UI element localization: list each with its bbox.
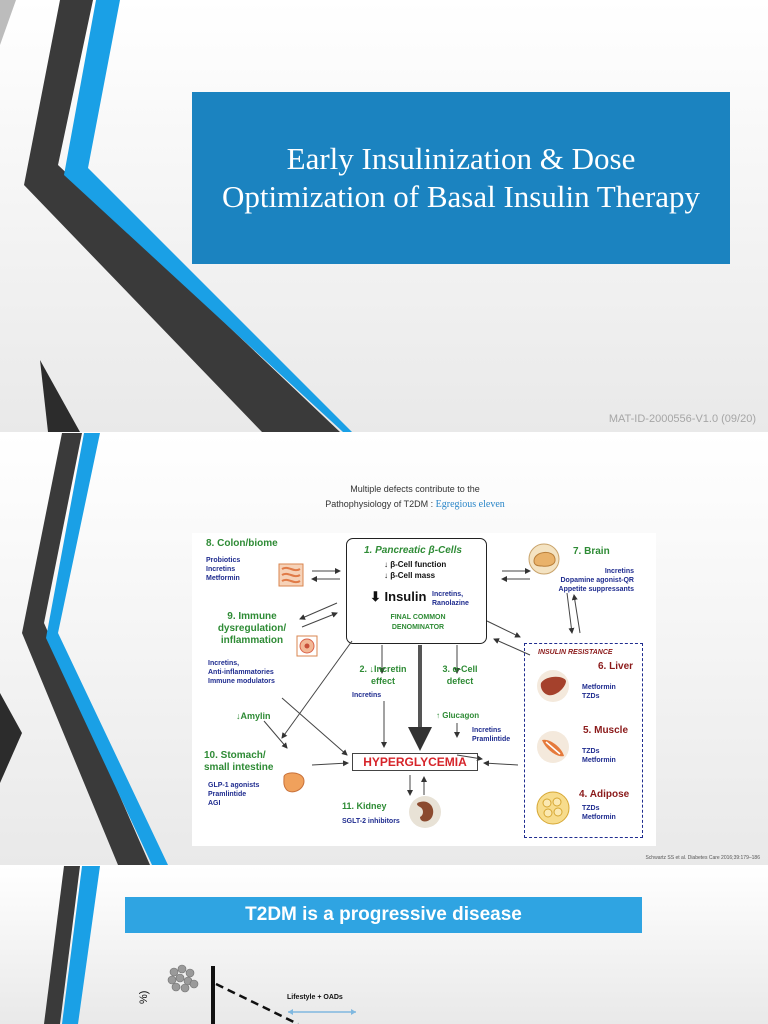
brain-icon (528, 543, 560, 575)
beta-cell-drugs: Incretins, Ranolazine (432, 591, 469, 607)
amylin-label: ↓Amylin (236, 711, 271, 721)
hyperglycemia-box: HYPERGLYCEMIA (352, 753, 478, 771)
egregious-eleven-diagram: 1. Pancreatic β-Cells ↓ β-Cell function … (192, 533, 656, 846)
stomach-drugs: GLP-1 agonists Pramlintide AGI (208, 782, 260, 807)
slide-banner: T2DM is a progressive disease (125, 897, 642, 933)
muscle-title: 5. Muscle (583, 725, 629, 736)
brain-title: 7. Brain (573, 546, 610, 557)
slide-title: Early Insulinization & Dose Optimization… (221, 141, 701, 214)
insulin-label: ⬇ Insulin (370, 589, 427, 604)
incretin-title: 2. ↓Incretin effect (359, 664, 407, 686)
kidney-icon (409, 796, 441, 828)
brain-drugs: Incretins Dopamine agonist-QR Appetite s… (558, 568, 634, 593)
decorative-stripes (44, 866, 100, 1024)
beta-cells-icon (167, 964, 199, 993)
heading-prefix: Pathophysiology of T2DM : (325, 499, 436, 509)
beta-cells-title: 1. Pancreatic β-Cells (364, 545, 462, 556)
final-common-denominator: FINAL COMMON DENOMINATOR (390, 614, 446, 631)
kidney-title: 11. Kidney (342, 801, 387, 811)
adipose-icon (536, 791, 570, 825)
liver-icon (537, 670, 569, 702)
insulin-resistance-box (524, 643, 643, 838)
adipose-title: 4. Adipose (579, 789, 630, 800)
heading-line-2: Pathophysiology of T2DM : Egregious elev… (250, 497, 580, 512)
heading-line-1: Multiple defects contribute to the (350, 484, 480, 494)
decorative-stripes (0, 0, 352, 432)
citation: Schwartz SS et al. Diabetes Care 2016;39… (645, 855, 760, 861)
insulin-resistance-label: INSULIN RESISTANCE (538, 649, 613, 656)
incretin-drug: Incretins (352, 692, 382, 699)
muscle-drugs: TZDs Metformin (582, 748, 616, 764)
title-box: Early Insulinization & Dose Optimization… (192, 92, 730, 264)
material-id: MAT-ID-2000556-V1.0 (09/20) (608, 413, 756, 425)
immune-title: 9. Immune dysregulation/ inflammation (217, 611, 287, 646)
muscle-icon (537, 731, 569, 763)
beta-cells-box (346, 538, 487, 644)
immune-drugs: Incretins, Anti-inflammatories Immune mo… (208, 660, 275, 685)
heading-highlight: Egregious eleven (435, 499, 505, 510)
decorative-stripes (0, 433, 168, 865)
slide-2: Multiple defects contribute to the Patho… (0, 433, 768, 865)
liver-title: 6. Liver (598, 661, 634, 672)
decline-line (215, 982, 299, 1024)
liver-drugs: Metformin TZDs (582, 684, 616, 700)
slide-heading: Multiple defects contribute to the Patho… (250, 482, 580, 512)
immune-cell-icon (296, 635, 318, 657)
alpha-cell-title: 3. α-Cell defect (442, 664, 478, 686)
y-axis-label: %) (138, 990, 150, 1004)
adipose-drugs: TZDs Metformin (582, 805, 616, 821)
diagram-arrows (263, 568, 581, 796)
slide-1: Early Insulinization & Dose Optimization… (0, 0, 768, 432)
slide-3: T2DM is a progressive disease Lifestyle … (0, 866, 768, 1024)
down-arrow-icon: ⬇ (370, 589, 385, 604)
colon-drugs: Probiotics Incretins Metformin (206, 557, 241, 582)
beta-cell-mass: ↓ β-Cell mass (384, 571, 436, 580)
progression-chart (167, 964, 356, 1024)
colon-title: 8. Colon/biome (206, 538, 278, 549)
colon-icon (278, 563, 304, 587)
alpha-cell-drugs: Incretins Pramlintide (472, 727, 511, 743)
kidney-drug: SGLT-2 inhibitors (342, 818, 400, 825)
beta-cell-function: ↓ β-Cell function (384, 560, 447, 569)
glucagon-label: ↑ Glucagon (436, 711, 480, 720)
lifestyle-label: Lifestyle + OADs (287, 994, 343, 1001)
stomach-icon (283, 772, 305, 793)
stomach-title: 10. Stomach/ small intestine (204, 750, 274, 773)
